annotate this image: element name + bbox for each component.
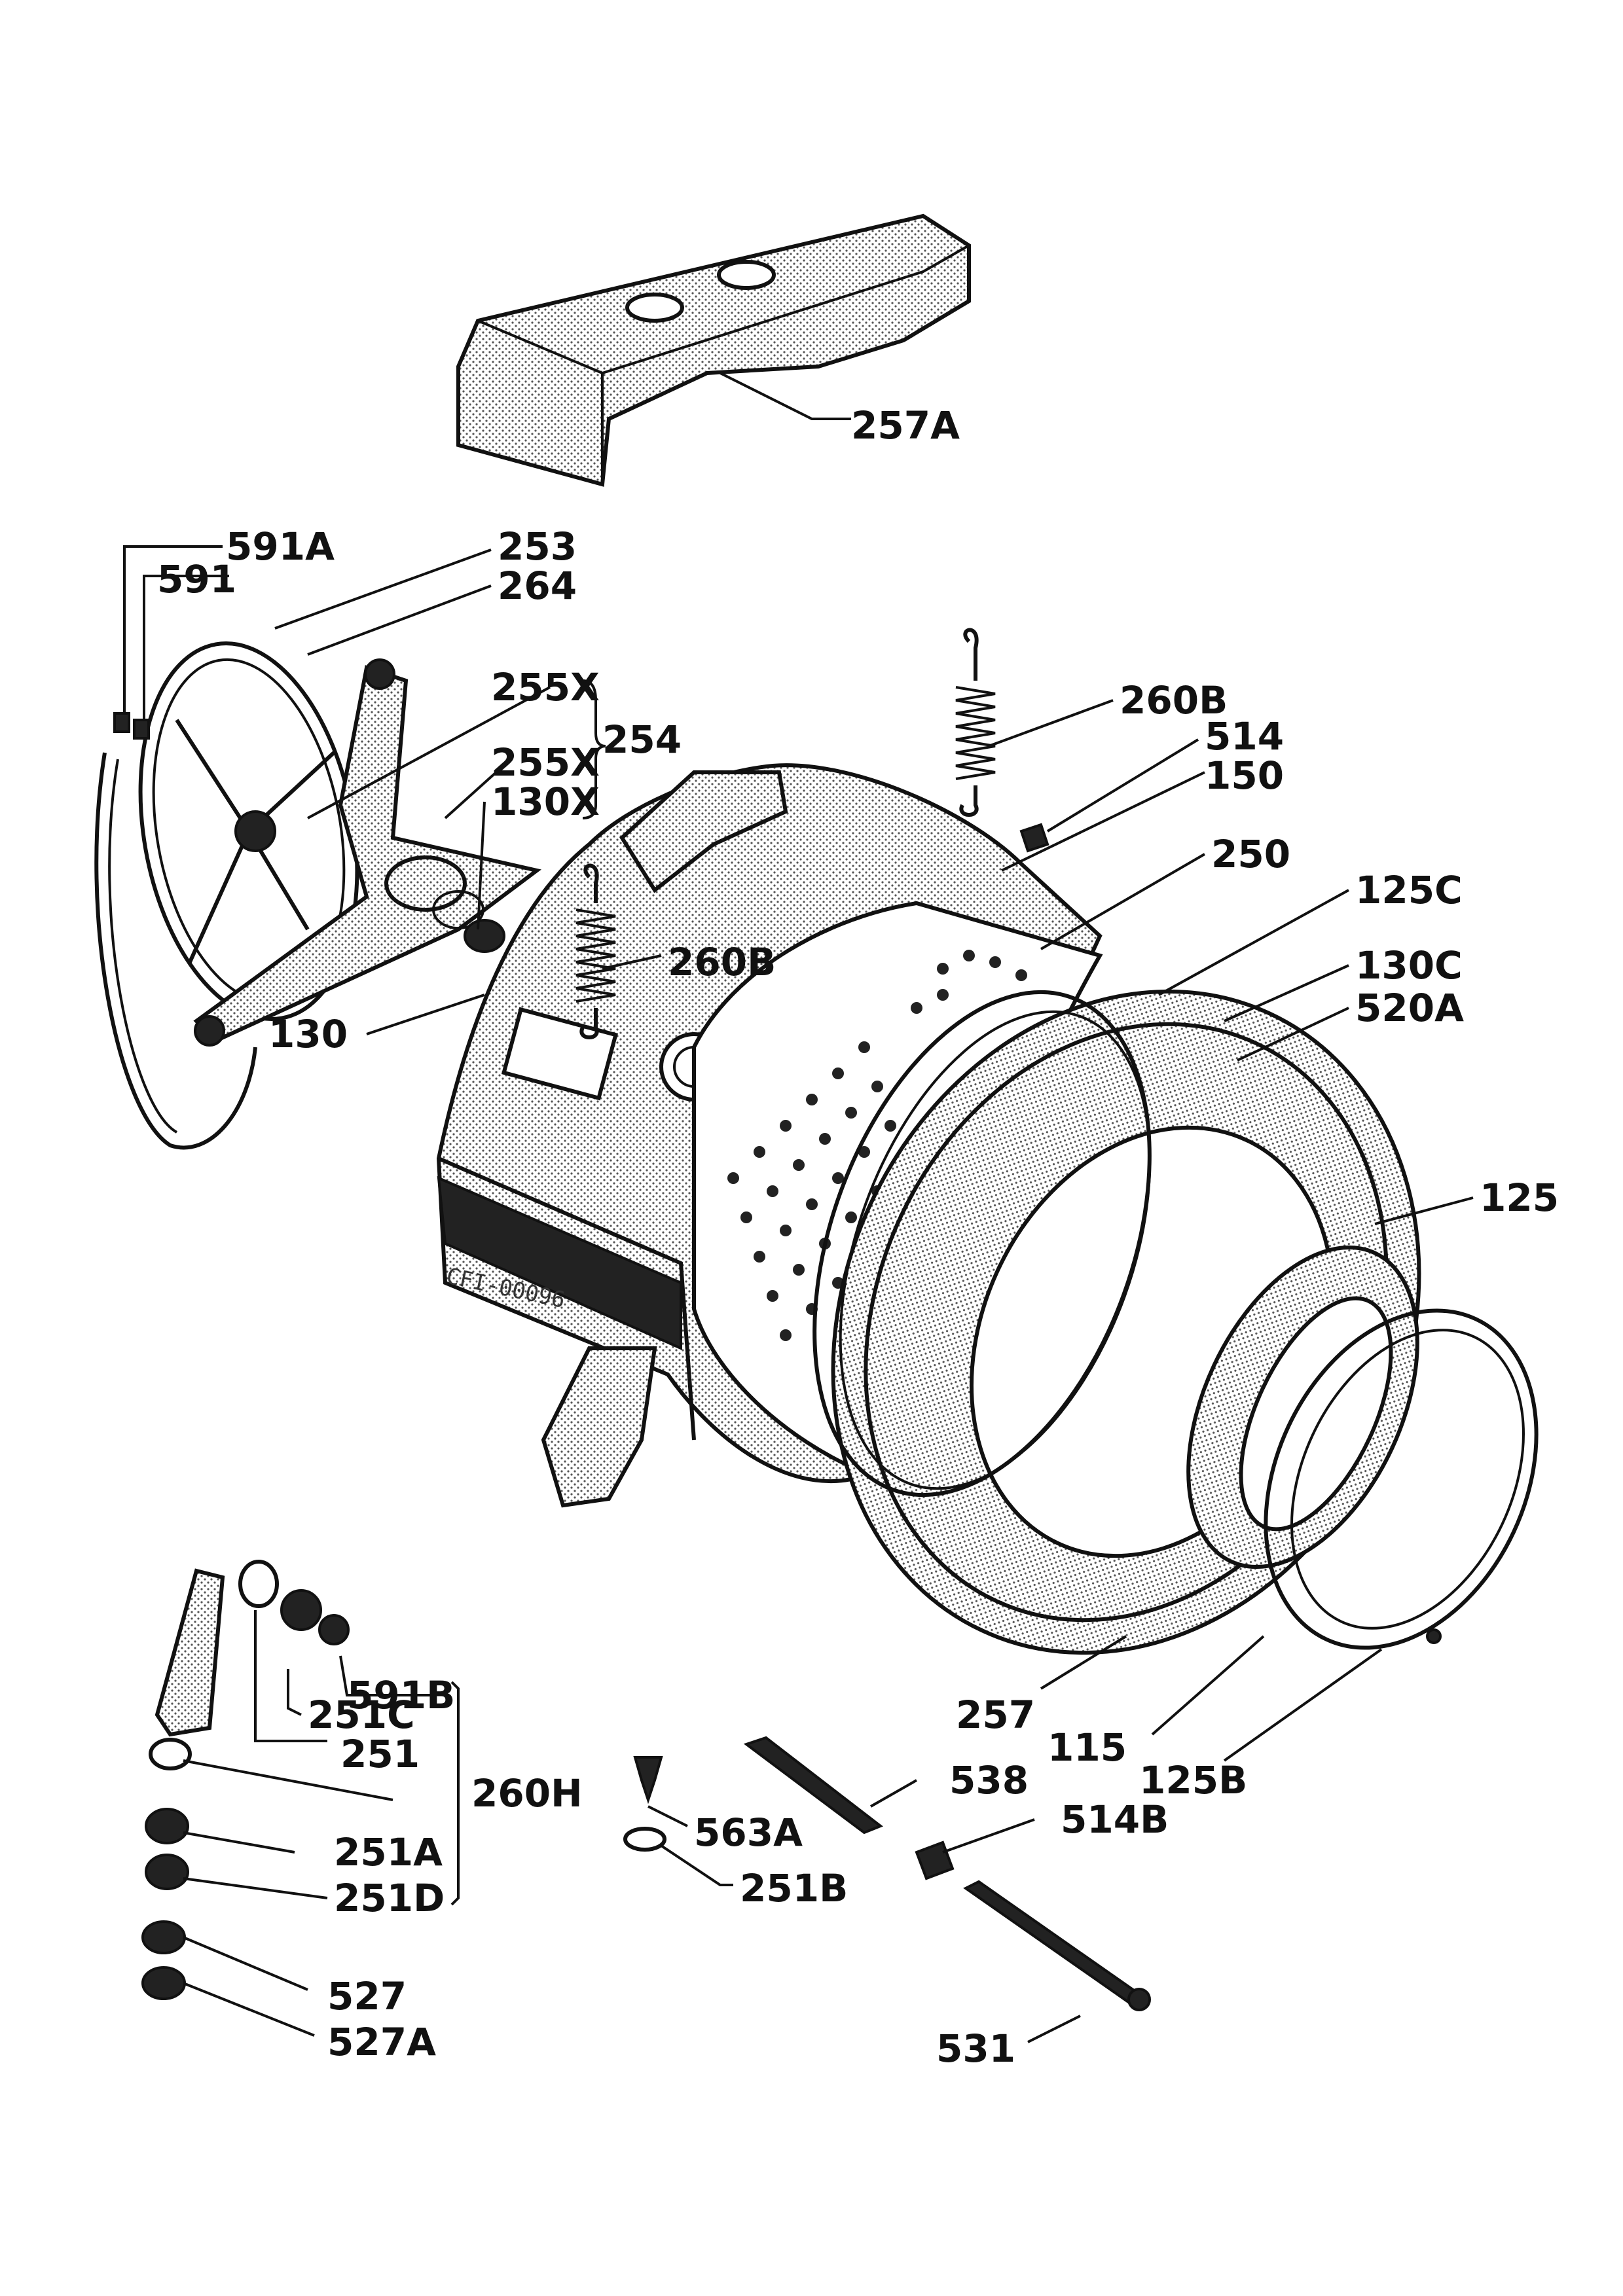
label-251: 251 <box>340 1732 420 1776</box>
label-125: 125 <box>1480 1175 1559 1220</box>
label-257: 257 <box>956 1693 1035 1737</box>
label-531: 531 <box>936 2026 1015 2071</box>
counterweight-257a <box>456 213 971 487</box>
bottom-hardware <box>623 1736 1151 2011</box>
label-257a: 257A <box>851 403 960 448</box>
label-130x: 130X <box>491 780 600 824</box>
label-514: 514 <box>1205 714 1284 759</box>
label-538: 538 <box>949 1758 1029 1803</box>
label-260b-top: 260B <box>1120 678 1228 723</box>
drive-belt <box>94 752 257 1150</box>
label-255x-1: 255X <box>491 665 600 709</box>
label-251b: 251B <box>740 1866 848 1910</box>
label-591b: 591B <box>347 1673 455 1717</box>
label-260b-mid: 260B <box>668 940 776 984</box>
label-125b: 125B <box>1139 1758 1247 1803</box>
label-591: 591 <box>157 557 236 601</box>
tub-gasket-125 <box>1186 1245 1419 1570</box>
label-251d: 251D <box>334 1876 445 1920</box>
small-screws-591 <box>113 712 150 740</box>
door-seal-clamp-ring <box>1264 1308 1539 1650</box>
label-264: 264 <box>498 564 577 608</box>
drum-spider-arm <box>193 658 541 1047</box>
part-labels: 257A 591A 253 591 264 255X 254 255X 130X… <box>157 403 1559 2071</box>
label-250: 250 <box>1211 832 1290 876</box>
label-125c: 125C <box>1355 868 1463 912</box>
label-591a: 591A <box>226 524 335 569</box>
label-251c: 251C <box>308 1693 415 1737</box>
leader-lines <box>123 372 1474 2043</box>
label-254: 254 <box>602 717 682 762</box>
nut-514 <box>1019 823 1049 853</box>
tub-top-bracket <box>619 770 788 893</box>
label-130: 130 <box>268 1012 348 1056</box>
label-150: 150 <box>1205 753 1284 798</box>
label-251a: 251A <box>334 1830 443 1874</box>
tub-seal-ring <box>812 990 1152 1498</box>
group-braces <box>582 679 606 819</box>
label-520a: 520A <box>1355 986 1464 1030</box>
label-260h: 260H <box>471 1771 583 1816</box>
label-115: 115 <box>1048 1725 1127 1770</box>
label-563a: 563A <box>694 1810 803 1855</box>
spring-260b-mid <box>575 863 616 1039</box>
label-514b: 514B <box>1061 1797 1169 1842</box>
label-255x-2: 255X <box>491 740 600 785</box>
spring-260b-top <box>955 628 996 817</box>
shock-absorber-260h <box>141 1560 350 2000</box>
label-527: 527 <box>327 1974 407 2018</box>
label-527a: 527A <box>327 2020 436 2064</box>
label-130c: 130C <box>1355 943 1463 988</box>
label-253: 253 <box>498 524 577 569</box>
